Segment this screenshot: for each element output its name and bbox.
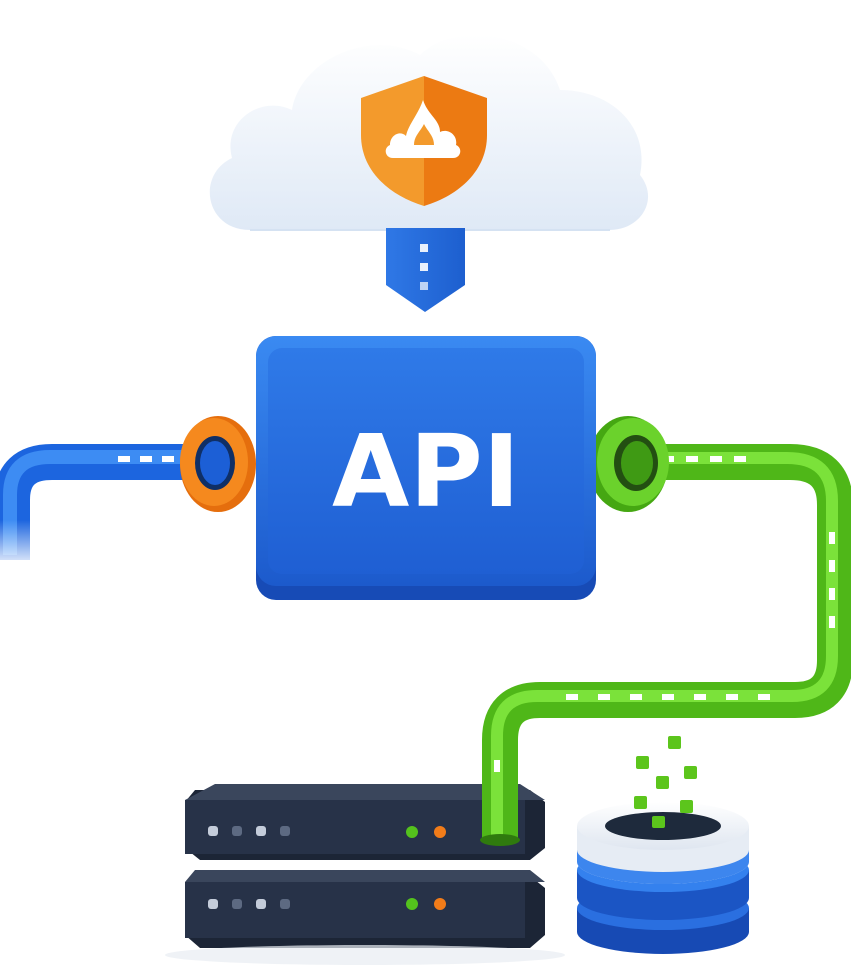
server-unit-top — [185, 784, 545, 860]
server-rack-icon — [165, 784, 565, 965]
orange-connector-ring — [180, 416, 256, 512]
right-pipe-end — [480, 780, 520, 846]
green-connector-ring — [588, 416, 669, 512]
downlink-arrow-icon — [386, 228, 465, 312]
data-bits — [634, 736, 697, 828]
api-box: API — [256, 336, 596, 600]
left-pipe — [0, 444, 200, 570]
shield-flame-icon — [361, 76, 487, 206]
server-unit-bottom — [185, 870, 545, 948]
api-label: API — [332, 413, 520, 530]
